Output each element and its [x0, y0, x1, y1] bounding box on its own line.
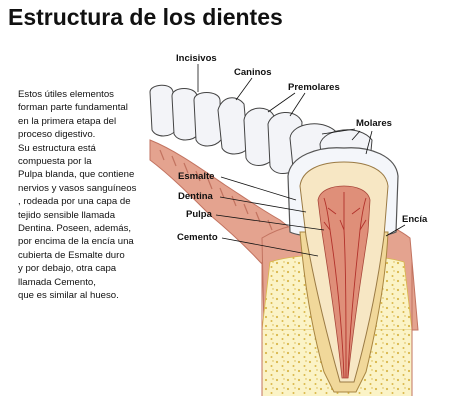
description-line: Dentina. Poseen, además,: [18, 223, 132, 235]
page-title: Estructura de los dientes: [8, 4, 283, 30]
description-text: Estos útiles elementos forman parte fund…: [18, 88, 168, 303]
description-line: tejido sensible llamada: [18, 209, 116, 221]
nerve-vessels: [323, 192, 367, 379]
label-incisivos: Incisivos: [176, 53, 217, 92]
description-line: Su estructura está: [18, 142, 96, 154]
label-esmalte-text: Esmalte: [178, 171, 214, 182]
description-line: y por debajo, otra capa: [18, 263, 117, 275]
label-premolares: Premolares: [267, 82, 340, 117]
description-line: por encima de la encía una: [18, 236, 134, 248]
description-line: llamada Cemento,: [18, 276, 96, 288]
description-line: cubierta de Esmalte duro: [18, 249, 125, 261]
label-incisivos-text: Incisivos: [176, 53, 217, 64]
label-dentina-text: Dentina: [178, 191, 214, 202]
label-caninos: Caninos: [234, 67, 271, 101]
label-cemento: Cemento: [177, 232, 319, 257]
label-premolares-text: Premolares: [288, 82, 340, 93]
description-line: en la primera etapa del: [18, 115, 117, 127]
label-encia: Encía: [385, 214, 428, 237]
label-molares: Molares: [321, 118, 392, 155]
label-esmalte: Esmalte: [178, 171, 297, 201]
label-cemento-text: Cemento: [177, 232, 218, 243]
description-line: , rodeada por una capa de: [18, 196, 131, 208]
label-pulpa: Pulpa: [186, 209, 325, 231]
description-line: proceso digestivo.: [18, 129, 96, 141]
label-caninos-text: Caninos: [234, 67, 271, 78]
description-line: Pulpa blanda, que contiene: [18, 169, 135, 181]
description-line: forman parte fundamental: [18, 102, 128, 114]
label-encia-text: Encía: [402, 214, 428, 225]
description-line: que es similar al hueso.: [18, 290, 119, 302]
label-dentina: Dentina: [178, 191, 307, 213]
label-pulpa-text: Pulpa: [186, 209, 213, 220]
gum-ridges: [159, 149, 273, 231]
description-line: Estos útiles elementos: [18, 89, 114, 100]
description-line: nervios y vasos sanguíneos: [18, 182, 137, 194]
incisor-teeth: [149, 84, 222, 147]
canine-tooth: [217, 97, 249, 155]
label-molares-text: Molares: [356, 118, 392, 129]
description-line: compuesta por la: [18, 156, 92, 168]
